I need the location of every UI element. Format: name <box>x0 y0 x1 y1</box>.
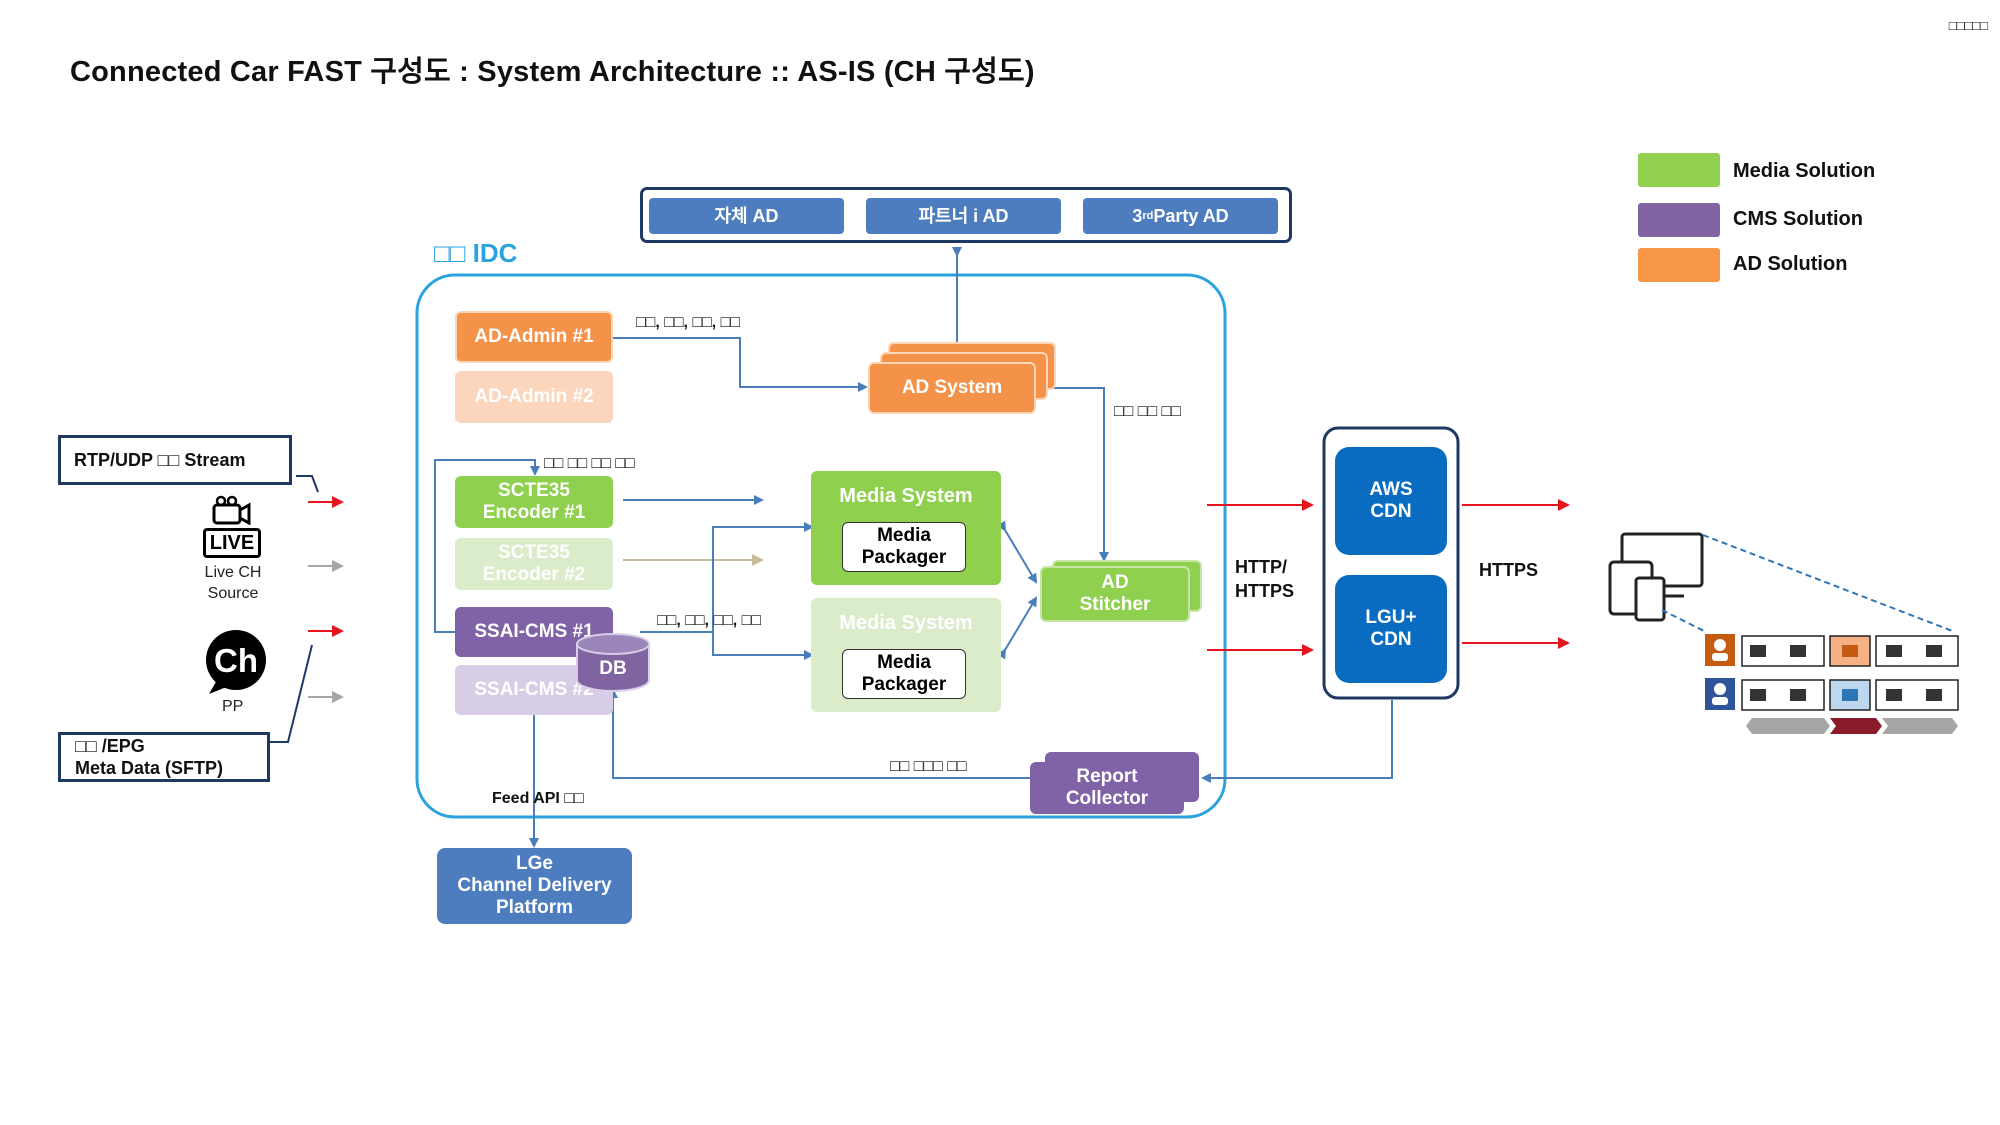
idc-label: □□ IDC <box>434 238 518 268</box>
db-label: DB <box>599 658 627 679</box>
cms-flow-label: □□, □□, □□, □□ <box>657 612 761 629</box>
ad-admin-2: AD-Admin #2 <box>455 371 613 423</box>
video-camera-icon <box>212 495 251 525</box>
ad-provider-1: 자체 AD <box>649 198 844 234</box>
lgu-cdn: LGU+CDN <box>1335 575 1447 683</box>
page-title: Connected Car FAST 구성도 : System Architec… <box>70 56 1035 88</box>
input-stream-label: RTP/UDP □□ Stream <box>74 450 246 470</box>
ad-system: AD System <box>868 362 1036 414</box>
legend-swatch-media <box>1638 153 1720 187</box>
ad-provider-2: 파트너 i AD <box>866 198 1061 234</box>
pp-label: PP <box>222 698 244 715</box>
epg-box <box>58 732 270 782</box>
devices-icon <box>1608 532 1704 622</box>
legend-swatch-ad <box>1638 248 1720 282</box>
admin-flow-label: □□, □□, □□, □□ <box>636 314 740 331</box>
input-stream-box <box>58 435 292 485</box>
feed-api-label: Feed API □□ <box>492 790 584 807</box>
report-flow-label: □□ □□□ □□ <box>890 758 967 775</box>
media-packager-2: Media Packager <box>842 649 966 699</box>
legend-label-media: Media Solution <box>1733 160 1876 182</box>
http-label: HTTP/HTTPS <box>1235 557 1295 601</box>
db-cylinder <box>576 633 650 692</box>
page-number: □□□□□ <box>1948 18 1988 33</box>
ad-admin-1: AD-Admin #1 <box>455 311 613 363</box>
legend-swatch-cms <box>1638 203 1720 237</box>
legend-label-cms: CMS Solution <box>1733 208 1863 230</box>
live-badge: LIVE <box>203 528 261 558</box>
idc-frame <box>415 273 1227 819</box>
pp-logo <box>206 630 266 694</box>
pp-logo-text: Ch <box>214 642 258 679</box>
ad-insertion-timeline <box>1705 634 1959 734</box>
media-packager-1: Media Packager <box>842 522 966 572</box>
https-label: HTTPS <box>1479 560 1539 580</box>
ad-request-label: □□ □□ □□ <box>1114 403 1181 420</box>
scte-loop-label: □□ □□ □□ □□ <box>544 455 635 472</box>
legend-label-ad: AD Solution <box>1733 253 1848 275</box>
